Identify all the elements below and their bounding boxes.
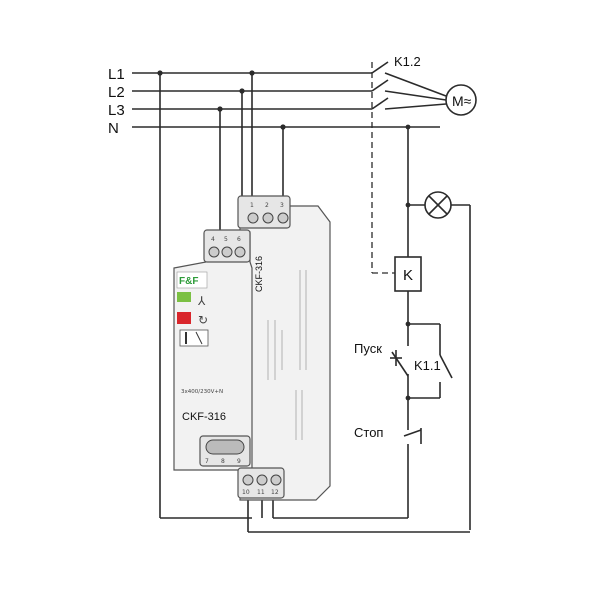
k12-label: K1.2 [394, 54, 421, 69]
device-front-panel [173, 231, 253, 471]
stop-button-contact [403, 429, 422, 437]
svg-text:7: 7 [205, 458, 209, 465]
motor-symbol [445, 84, 477, 116]
svg-text:3: 3 [280, 202, 284, 209]
selector-switch [179, 329, 209, 347]
brand-logo [176, 271, 208, 289]
svg-text:12: 12 [271, 489, 279, 496]
svg-text:2: 2 [265, 202, 269, 209]
svg-text:8: 8 [221, 458, 225, 465]
contactor-k12: K1.2 [371, 54, 447, 274]
rotation-icon: ↻ [198, 313, 208, 327]
svg-text:11: 11 [257, 489, 265, 496]
svg-text:1: 1 [250, 202, 254, 209]
svg-text:10: 10 [242, 489, 250, 496]
device-side-body [239, 205, 331, 501]
brand-logo-text: F&F [179, 276, 198, 287]
svg-text:4: 4 [211, 236, 215, 243]
k11-contact [439, 354, 453, 379]
motor-feed-2 [384, 90, 447, 101]
start-label: Пуск [354, 341, 382, 356]
front-model-label: CKF-316 [182, 411, 226, 423]
side-model-label: CKF-316 [254, 256, 264, 292]
svg-text:9: 9 [237, 458, 241, 465]
relay-coil-label: K [403, 267, 413, 284]
start-button-contact [391, 351, 409, 377]
led-green [177, 292, 191, 302]
label-l1: L1 [108, 66, 125, 83]
bus-lines: L1 L2 L3 N [108, 66, 440, 137]
ckf-316-device: 1 2 3 4 5 6 F&F ⅄ ↻ 3x400/230V+N CKF-316… [173, 195, 331, 501]
motor-label: M≈ [452, 93, 472, 109]
svg-text:5: 5 [224, 236, 228, 243]
contact-l2 [371, 79, 389, 92]
motor-feed-3 [384, 103, 447, 110]
stop-label: Стоп [354, 425, 383, 440]
contact-l1 [371, 61, 389, 74]
phase-icon: ⅄ [197, 294, 206, 308]
control-circuit: K Пуск K1.1 Стоп [273, 124, 471, 530]
voltage-rating: 3x400/230V+N [181, 389, 223, 395]
label-l3: L3 [108, 102, 125, 119]
signal-lamp [424, 191, 452, 219]
side-fine-print [267, 270, 307, 440]
led-red [177, 312, 191, 324]
label-l2: L2 [108, 84, 125, 101]
contact-l3 [371, 97, 389, 110]
label-n: N [108, 120, 119, 137]
svg-text:6: 6 [237, 236, 241, 243]
relay-coil-k [394, 256, 422, 292]
start-contact-label: K1.1 [414, 358, 441, 373]
motor: M≈ [445, 84, 477, 116]
motor-feed-1 [384, 72, 447, 97]
